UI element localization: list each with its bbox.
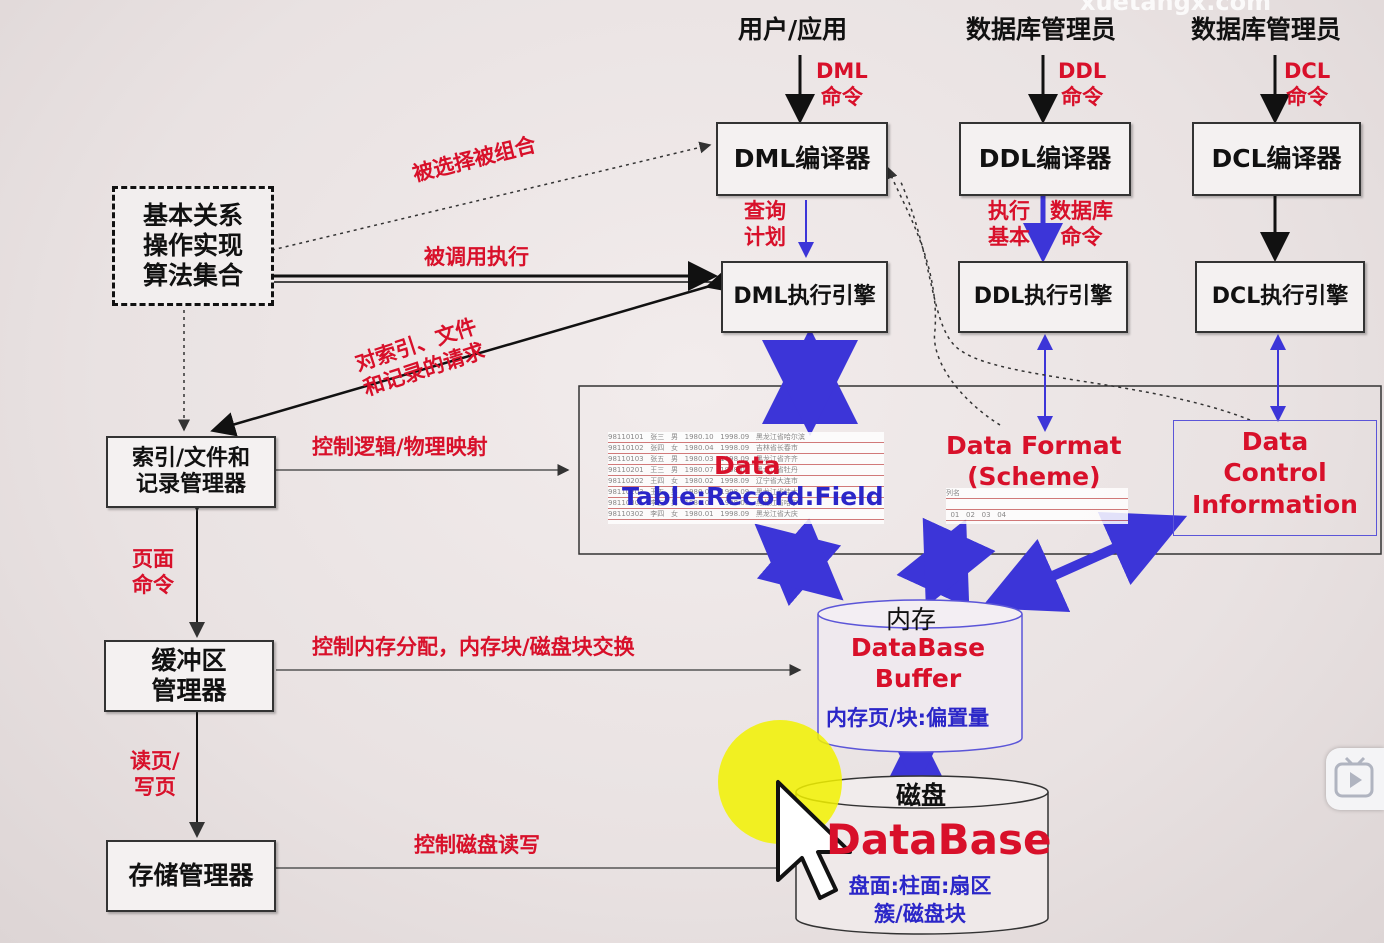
disk-title-label: DataBase [826, 815, 1052, 864]
index-request-arrow [210, 268, 733, 437]
db-command-label: 数据库 命令 [1050, 199, 1113, 250]
watermark: xuetangx.com [1080, 0, 1272, 16]
memory-title-label: DataBase Buffer [850, 633, 986, 694]
selected-dotted-arrow [271, 141, 712, 251]
disk-rw-label: 控制磁盘读写 [414, 833, 540, 857]
user-app-label: 用户/应用 [738, 15, 848, 44]
data-control-label: Data Control Information [1192, 427, 1358, 519]
data-memory-arrow [754, 517, 844, 607]
dba-label-2: 数据库管理员 [1191, 15, 1342, 44]
index-file-manager-box: 索引/文件和 记录管理器 [106, 436, 276, 508]
memory-sub-label: 内存页/块:偏置量 [826, 706, 990, 730]
ddl-engine-box: DDL执行引擎 [958, 261, 1128, 333]
exec-basic-label: 执行 基本 [988, 199, 1030, 250]
logic-physical-label: 控制逻辑/物理映射 [312, 435, 488, 459]
dml-engine-box: DML执行引擎 [721, 261, 888, 333]
algebra-box: 基本关系 操作实现 算法集合 [112, 186, 274, 306]
dcl-compiler-box: DCL编译器 [1192, 122, 1361, 196]
format-feedback-dotted [886, 166, 1001, 426]
dml-command-label: DML 命令 [816, 59, 868, 110]
control-memory-arrow [980, 512, 1188, 612]
format-memory-arrow [896, 517, 996, 609]
dml-compiler-box: DML编译器 [716, 122, 888, 196]
dba-label-1: 数据库管理员 [966, 15, 1117, 44]
called-label: 被调用执行 [424, 245, 529, 269]
mem-alloc-label: 控制内存分配，内存块/磁盘块交换 [312, 635, 635, 659]
format-table-thumbnail: 列名 01 02 03 04 [946, 488, 1128, 524]
storage-manager-box: 存储管理器 [106, 840, 276, 912]
buffer-manager-box: 缓冲区 管理器 [104, 640, 274, 712]
disk-cylinder [795, 775, 1049, 935]
data-table-thumbnail: 98110101 张三 男 1980.10 1998.09 黑龙江省哈尔滨 98… [608, 432, 884, 524]
memory-head-label: 内存 [886, 605, 937, 634]
ddl-command-label: DDL 命令 [1058, 59, 1107, 110]
data-control-box [1173, 420, 1377, 536]
player-tv-icon[interactable] [1326, 748, 1384, 810]
dcl-engine-box: DCL执行引擎 [1195, 261, 1365, 333]
ddl-compiler-box: DDL编译器 [959, 122, 1131, 196]
data-title: Data [714, 451, 781, 480]
memory-cylinder [817, 599, 1023, 753]
page-command-label: 页面 命令 [132, 547, 174, 598]
dcl-command-label: DCL 命令 [1284, 59, 1331, 110]
disk-head-label: 磁盘 [896, 781, 947, 810]
query-plan-label: 查询 计划 [744, 199, 786, 250]
disk-sub-label: 盘面:柱面:扇区 簇/磁盘块 [848, 874, 992, 927]
data-format-label: Data Format (Scheme) [946, 431, 1122, 492]
play-icon [1334, 756, 1374, 798]
read-write-page-label: 读页/ 写页 [130, 749, 180, 800]
data-subtitle: Table:Record:Field [622, 482, 884, 511]
mouse-pointer-icon [776, 780, 852, 900]
